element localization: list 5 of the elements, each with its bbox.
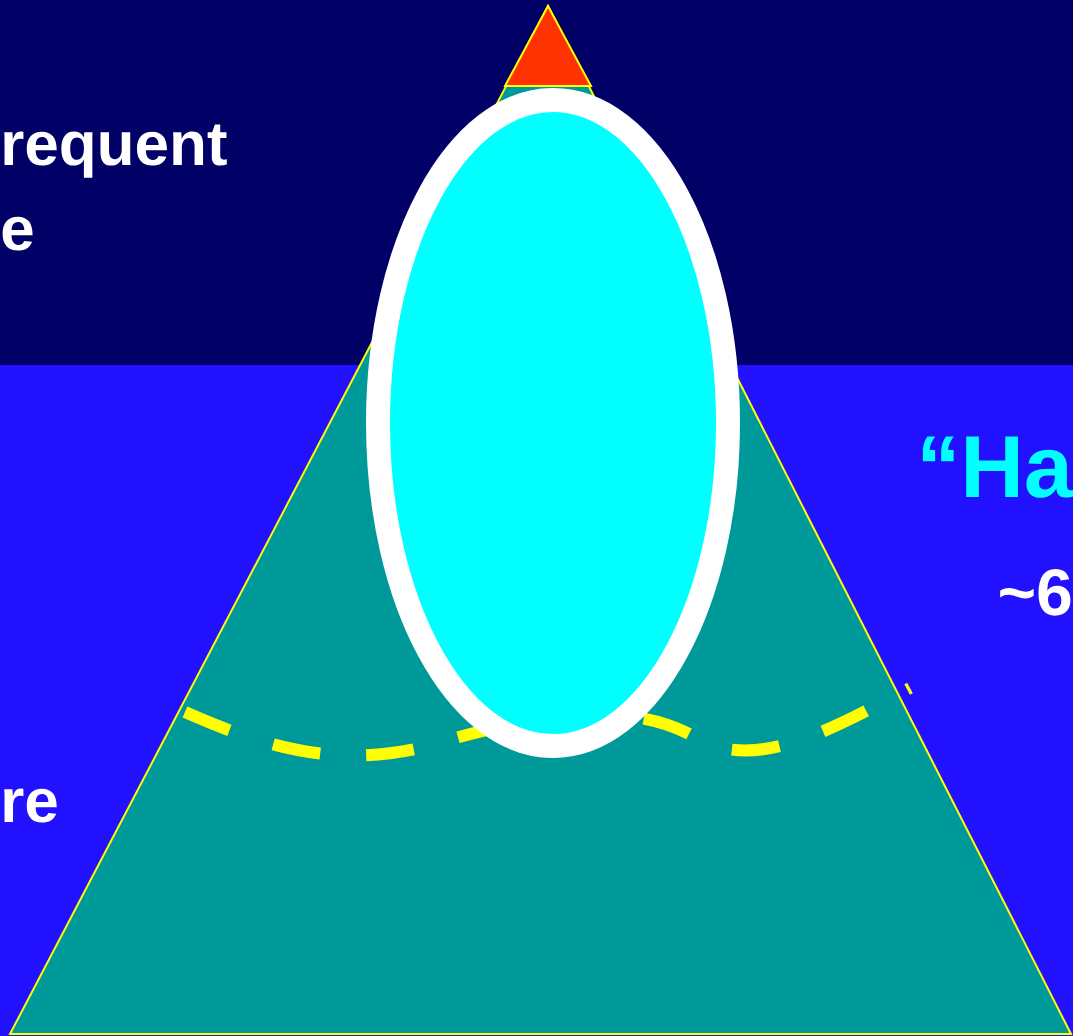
label-text: ~6 [1000,568,1071,616]
label-text: e [2,216,33,251]
label-text: requent [4,124,227,178]
label-text: “Ha [922,436,1073,498]
label-text: re [4,788,57,823]
